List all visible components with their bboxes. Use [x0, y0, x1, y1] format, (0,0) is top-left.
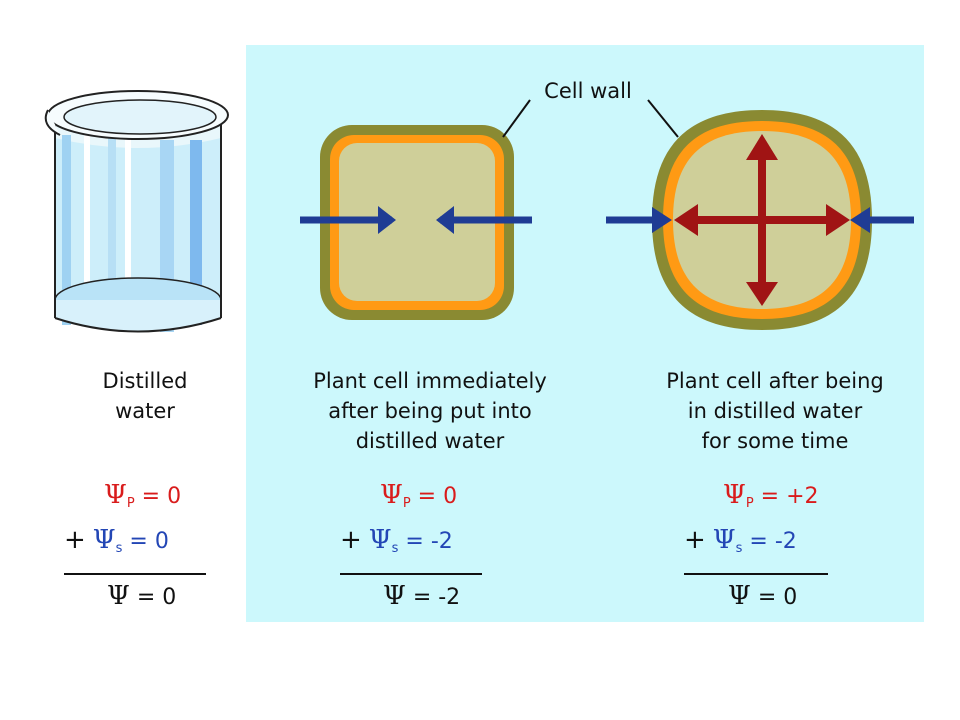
plus-sign: +: [684, 525, 706, 555]
solute-potential-cell-after: + Ψs = -2: [684, 525, 797, 564]
water-arrowhead-right: [436, 206, 454, 234]
plus-sign: +: [340, 525, 362, 555]
pressure-potential-beaker: ΨP = 0: [104, 480, 181, 519]
cytoplasm: [339, 143, 495, 301]
water-arrowhead-right: [850, 207, 870, 233]
pressure-value: = +2: [760, 484, 819, 509]
psi-symbol: Ψ: [712, 525, 736, 555]
psi-symbol: Ψ: [104, 480, 127, 510]
solute-potential-beaker: + Ψs = 0: [64, 525, 169, 564]
psi-subscript: P: [402, 496, 411, 511]
caption-line: for some time: [701, 429, 849, 453]
pressure-value: = 0: [417, 484, 458, 509]
caption-line: Plant cell after being: [666, 369, 884, 393]
plant-cell-immediate: [320, 125, 514, 320]
psi-symbol: Ψ: [728, 581, 751, 611]
caption-line: Distilled: [102, 369, 188, 393]
cell-wall-leader-line-2: [647, 99, 679, 138]
psi-symbol: Ψ: [368, 525, 392, 555]
caption-cell-after: Plant cell after being in distilled wate…: [620, 366, 930, 456]
water-inflow-arrows-cell-1: [300, 206, 532, 234]
pressure-arrowhead-up: [746, 134, 778, 160]
solute-value: = 0: [129, 529, 169, 554]
caption-line: in distilled water: [687, 399, 863, 423]
pressure-potential-cell-immediate: ΨP = 0: [380, 480, 457, 519]
solute-potential-cell-immediate: + Ψs = -2: [340, 525, 453, 564]
psi-symbol: Ψ: [723, 480, 746, 510]
sum-line-cell-after: [684, 573, 828, 575]
total-value: = 0: [757, 585, 798, 610]
psi-subscript: P: [745, 496, 754, 511]
pressure-arrowhead-down: [746, 282, 778, 306]
caption-line: Plant cell immediately: [313, 369, 547, 393]
total-value: = 0: [136, 585, 177, 610]
total-value: = -2: [412, 585, 461, 610]
water-arrowhead-left: [378, 206, 396, 234]
psi-subscript: P: [126, 496, 135, 511]
sum-line-beaker: [64, 573, 206, 575]
solute-value: = -2: [749, 529, 797, 554]
psi-symbol: Ψ: [383, 581, 406, 611]
water-inflow-arrows-cell-2: [606, 207, 914, 233]
caption-beaker: Distilled water: [40, 366, 250, 426]
pressure-arrowhead-left: [674, 204, 698, 236]
psi-symbol: Ψ: [107, 581, 130, 611]
psi-symbol: Ψ: [380, 480, 403, 510]
caption-line: water: [115, 399, 175, 423]
water-potential-beaker: Ψ = 0: [107, 581, 176, 613]
caption-line: distilled water: [355, 429, 505, 453]
psi-subscript: s: [735, 541, 743, 556]
psi-subscript: s: [391, 541, 399, 556]
plus-sign: +: [64, 525, 86, 555]
psi-symbol: Ψ: [92, 525, 116, 555]
psi-subscript: s: [115, 541, 123, 556]
solute-value: = -2: [405, 529, 453, 554]
water-arrowhead-left: [652, 207, 672, 233]
pressure-value: = 0: [141, 484, 182, 509]
turgor-pressure-arrows: [674, 134, 850, 306]
caption-line: after being put into: [328, 399, 532, 423]
water-potential-cell-immediate: Ψ = -2: [383, 581, 460, 613]
cell-wall-leader-line-1: [502, 99, 531, 138]
sum-line-cell-immediate: [340, 573, 482, 575]
cell-wall-label: Cell wall: [544, 79, 632, 103]
pressure-potential-cell-after: ΨP = +2: [723, 480, 819, 519]
caption-cell-immediate: Plant cell immediately after being put i…: [275, 366, 585, 456]
pressure-arrowhead-right: [826, 204, 850, 236]
beaker-icon: [44, 90, 229, 333]
water-potential-cell-after: Ψ = 0: [728, 581, 797, 613]
